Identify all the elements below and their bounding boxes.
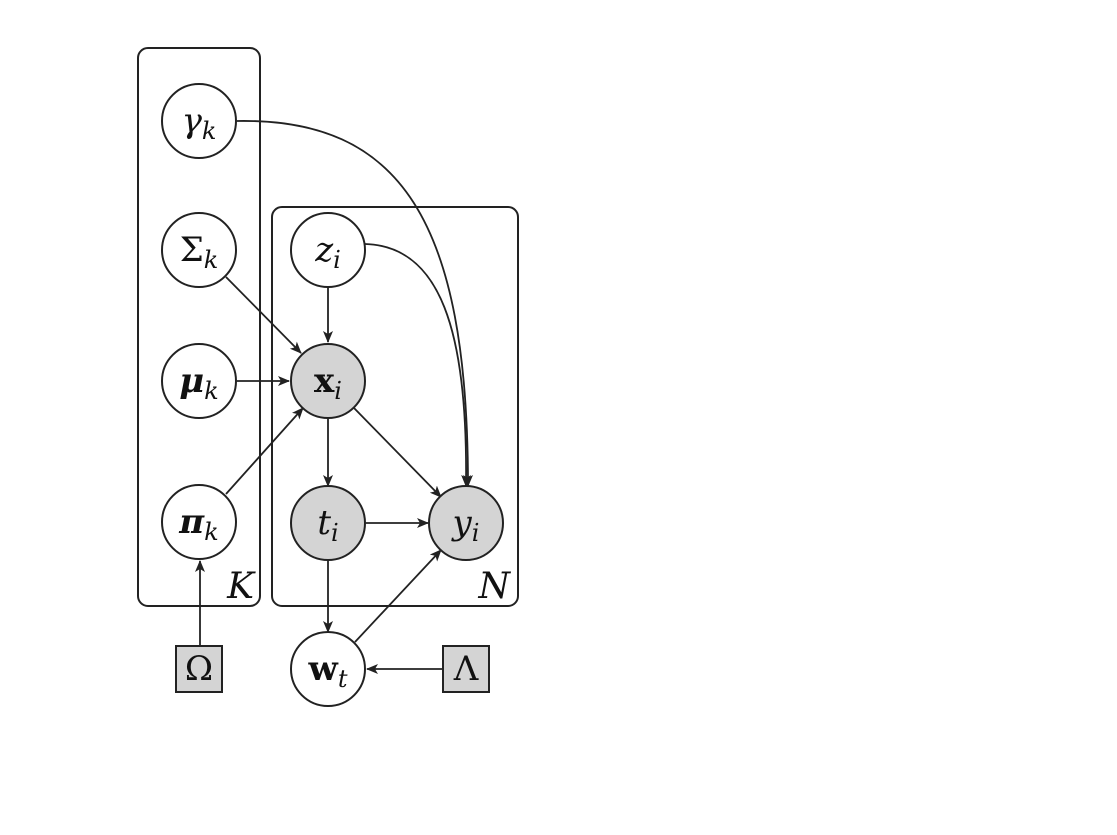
svg-text:πk: πk bbox=[178, 502, 218, 546]
edge-pi-to-x bbox=[225, 407, 304, 495]
node-gamma-symbol: γ bbox=[182, 101, 203, 141]
edges bbox=[195, 120, 473, 674]
node-mu-subscript: k bbox=[204, 377, 219, 405]
node-z-symbol: z bbox=[314, 230, 334, 270]
node-y-subscript: i bbox=[472, 519, 480, 547]
node-w-subscript: t bbox=[338, 665, 348, 693]
svg-text:yi: yi bbox=[451, 503, 480, 547]
node-pi-subscript: k bbox=[204, 518, 219, 546]
node-gamma-subscript: k bbox=[202, 117, 217, 145]
node-omega: Ω bbox=[175, 645, 223, 693]
node-t-i: ti bbox=[290, 485, 366, 561]
svg-text:Σk: Σk bbox=[180, 230, 219, 274]
node-x-subscript: i bbox=[334, 377, 342, 405]
node-t-subscript: i bbox=[331, 519, 339, 547]
node-y-i: yi bbox=[428, 485, 504, 561]
svg-text:wt: wt bbox=[308, 649, 348, 693]
svg-text:zi: zi bbox=[314, 230, 341, 274]
svg-text:γk: γk bbox=[182, 101, 217, 145]
node-lambda-symbol: Λ bbox=[453, 649, 479, 689]
node-sigma-symbol: Σ bbox=[180, 230, 204, 270]
node-y-symbol: y bbox=[451, 503, 473, 543]
node-w-symbol: w bbox=[308, 649, 339, 689]
edge-sigma-to-x bbox=[225, 276, 302, 354]
svg-text:ti: ti bbox=[317, 503, 338, 547]
plate-k-label: K bbox=[226, 566, 256, 607]
node-t-symbol: t bbox=[317, 503, 331, 543]
node-pi-k: πk bbox=[161, 484, 237, 560]
plate-n-label: N bbox=[478, 566, 512, 607]
node-omega-symbol: Ω bbox=[185, 649, 213, 689]
node-z-subscript: i bbox=[333, 246, 341, 274]
node-mu-symbol: μ bbox=[179, 361, 204, 401]
node-sigma-k: Σk bbox=[161, 212, 237, 288]
edge-z-to-y bbox=[364, 243, 472, 487]
svg-text:xi: xi bbox=[314, 361, 342, 405]
node-lambda: Λ bbox=[442, 645, 490, 693]
node-w-t: wt bbox=[290, 631, 366, 707]
node-x-i: xi bbox=[290, 343, 366, 419]
edge-gamma-to-y bbox=[236, 120, 473, 487]
node-pi-symbol: π bbox=[178, 502, 205, 542]
plate-n: N bbox=[271, 206, 519, 607]
node-x-symbol: x bbox=[314, 361, 335, 401]
node-z-i: zi bbox=[290, 212, 366, 288]
edge-w-to-y bbox=[354, 549, 442, 643]
plate-k: K bbox=[137, 47, 261, 607]
edge-x-to-y bbox=[353, 407, 442, 498]
node-sigma-subscript: k bbox=[204, 246, 219, 274]
node-gamma-k: γk bbox=[161, 83, 237, 159]
node-mu-k: μk bbox=[161, 343, 237, 419]
svg-text:μk: μk bbox=[179, 361, 218, 405]
